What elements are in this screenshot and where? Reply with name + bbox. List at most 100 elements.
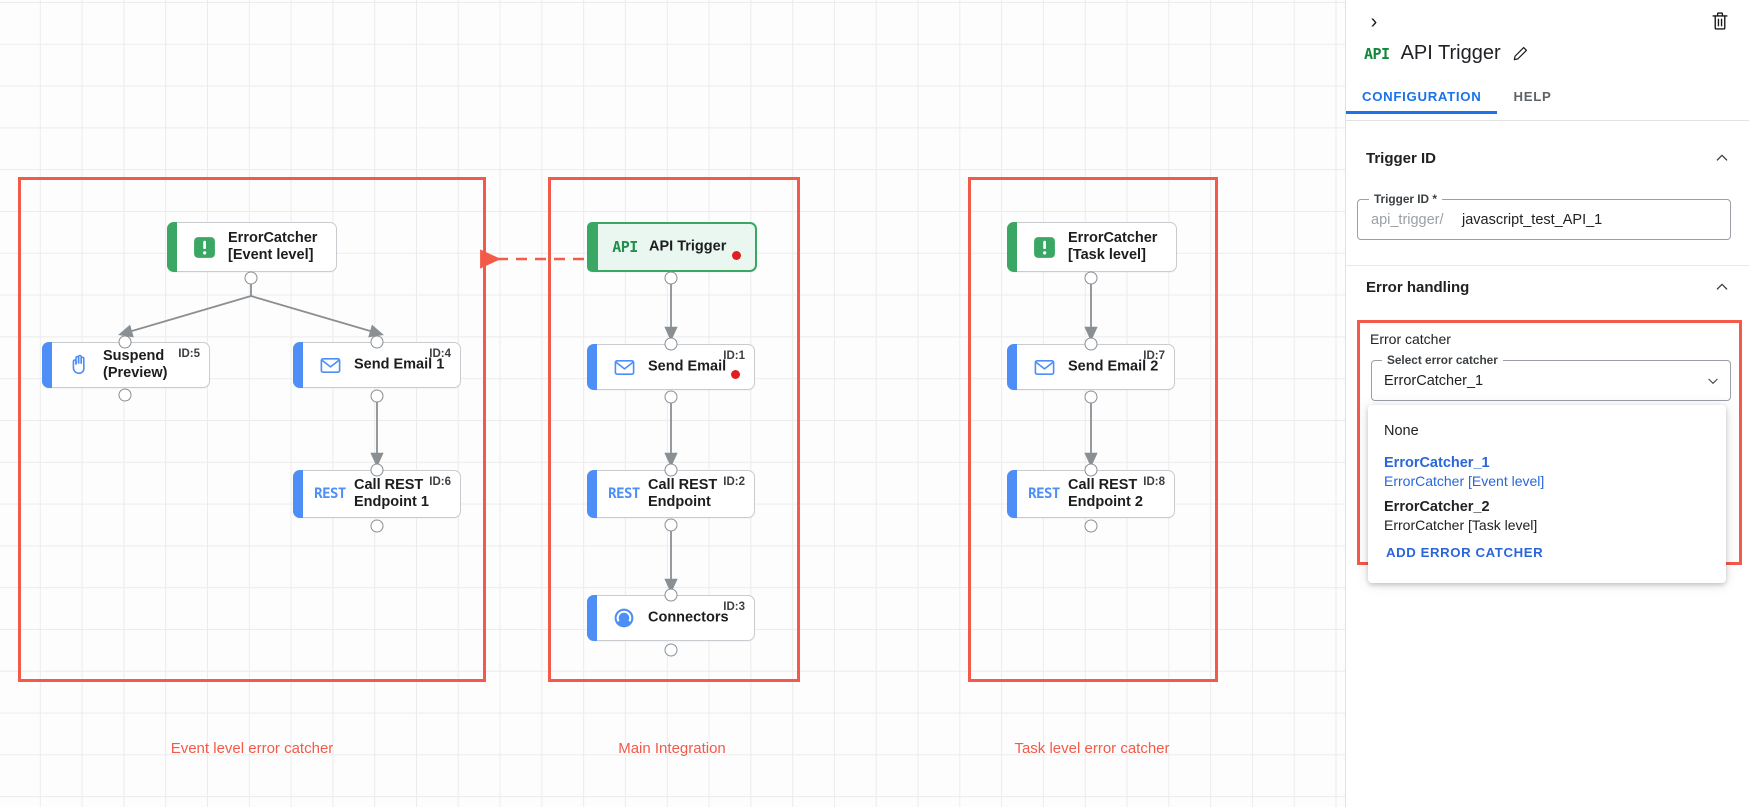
node-send-email[interactable]: Send Email ID:1: [587, 344, 755, 390]
group-label-task-level: Task level error catcher: [1014, 740, 1170, 757]
node-api-trigger[interactable]: API API Trigger: [587, 222, 757, 272]
node-send-email-2[interactable]: Send Email 2 ID:7: [1007, 344, 1175, 390]
group-label-main-integration: Main Integration: [618, 740, 726, 757]
node-call-rest-endpoint-1[interactable]: REST Call REST Endpoint 1 ID:6: [293, 470, 461, 518]
node-accent-bar: [167, 222, 177, 272]
node-port-in[interactable]: [370, 463, 384, 477]
trigger-id-input[interactable]: javascript_test_API_1: [1462, 211, 1603, 228]
error-catcher-select-label: Select error catcher: [1382, 353, 1503, 367]
group-frame-event-level[interactable]: [18, 177, 486, 682]
node-id-tag: ID:3: [723, 601, 745, 613]
node-accent-bar: [587, 595, 597, 641]
node-port-in[interactable]: [664, 463, 678, 477]
node-status-dot: [732, 251, 741, 260]
error-catcher-dropdown-menu[interactable]: None ErrorCatcher_1 ErrorCatcher [Event …: [1368, 405, 1726, 583]
node-port-in[interactable]: [1084, 463, 1098, 477]
dropdown-option-errorcatcher-1[interactable]: ErrorCatcher_1 ErrorCatcher [Event level…: [1384, 455, 1544, 489]
section-title: Trigger ID: [1366, 149, 1437, 167]
node-send-email-1[interactable]: Send Email 1 ID:4: [293, 342, 461, 388]
node-port-in[interactable]: [118, 335, 132, 349]
node-id-tag: ID:6: [429, 476, 451, 488]
node-errorcatcher-event-level[interactable]: ErrorCatcher [Event level]: [167, 222, 337, 272]
node-errorcatcher-task-level[interactable]: ErrorCatcher [Task level]: [1007, 222, 1177, 272]
dropdown-option-secondary: ErrorCatcher [Event level]: [1384, 473, 1545, 489]
tab-help[interactable]: HELP: [1513, 89, 1552, 104]
node-title: Call REST Endpoint 1: [354, 476, 429, 510]
dropdown-option-primary: ErrorCatcher_1: [1384, 455, 1490, 471]
node-port-in[interactable]: [664, 588, 678, 602]
error-catcher-icon: [1030, 233, 1058, 261]
dropdown-option-errorcatcher-2[interactable]: ErrorCatcher_2 ErrorCatcher [Task level]: [1384, 499, 1537, 533]
trigger-id-field-label: Trigger ID *: [1369, 192, 1442, 206]
node-accent-bar: [1007, 344, 1017, 390]
chevron-down-icon[interactable]: [1706, 374, 1720, 388]
node-port-in[interactable]: [1084, 337, 1098, 351]
group-label-event-level: Event level error catcher: [170, 740, 334, 757]
rest-icon: REST: [1028, 486, 1060, 502]
section-divider: [1346, 265, 1749, 266]
node-call-rest-endpoint-2[interactable]: REST Call REST Endpoint 2 ID:8: [1007, 470, 1175, 518]
node-title: Call REST Endpoint: [648, 476, 718, 510]
node-id-tag: ID:7: [1143, 350, 1165, 362]
node-accent-bar: [42, 342, 52, 388]
node-accent-bar: [293, 470, 303, 518]
node-suspend[interactable]: Suspend (Preview) ID:5: [42, 342, 210, 388]
node-id-tag: ID:5: [178, 348, 200, 360]
tab-configuration[interactable]: CONFIGURATION: [1346, 87, 1498, 114]
trash-icon[interactable]: [1709, 10, 1733, 34]
node-title: Call REST Endpoint 2: [1068, 476, 1143, 510]
group-frame-main-integration[interactable]: [548, 177, 800, 682]
connectors-icon: [610, 604, 638, 632]
node-title: API Trigger: [649, 238, 727, 255]
add-error-catcher-button[interactable]: ADD ERROR CATCHER: [1386, 545, 1544, 560]
node-port-out[interactable]: [1084, 390, 1098, 404]
node-accent-bar: [587, 470, 597, 518]
node-port-out[interactable]: [664, 271, 678, 285]
section-header-error-handling[interactable]: Error handling: [1346, 266, 1749, 308]
node-accent-bar: [587, 344, 597, 390]
section-header-trigger-id[interactable]: Trigger ID: [1346, 137, 1749, 179]
node-id-tag: ID:2: [723, 476, 745, 488]
node-port-out[interactable]: [118, 388, 132, 402]
node-port-in[interactable]: [370, 335, 384, 349]
node-accent-bar: [1007, 222, 1017, 272]
node-port-out[interactable]: [370, 389, 384, 403]
envelope-icon: [1030, 353, 1058, 381]
node-accent-bar: [587, 222, 598, 272]
node-port-in[interactable]: [664, 337, 678, 351]
api-icon: API: [1364, 44, 1390, 63]
node-port-out[interactable]: [244, 271, 258, 285]
node-port-out[interactable]: [664, 643, 678, 657]
node-port-out[interactable]: [1084, 519, 1098, 533]
panel-title-row: API API Trigger: [1364, 42, 1529, 65]
section-title: Error handling: [1366, 278, 1470, 296]
node-title: ErrorCatcher [Event level]: [228, 229, 318, 263]
node-title: Send Email 2: [1068, 358, 1159, 375]
node-title: Connectors: [648, 609, 729, 626]
trigger-id-field[interactable]: Trigger ID * api_trigger/ javascript_tes…: [1357, 192, 1731, 240]
error-catcher-select[interactable]: Select error catcher ErrorCatcher_1: [1371, 353, 1731, 401]
error-catcher-selected-value: ErrorCatcher_1: [1384, 372, 1484, 389]
edit-pencil-icon[interactable]: [1512, 45, 1529, 62]
workflow-canvas[interactable]: Event level error catcher Main Integrati…: [0, 0, 1345, 807]
node-title: Send Email: [648, 358, 727, 375]
node-connectors[interactable]: Connectors ID:3: [587, 595, 755, 641]
node-accent-bar: [1007, 470, 1017, 518]
node-port-out[interactable]: [664, 518, 678, 532]
node-call-rest-endpoint[interactable]: REST Call REST Endpoint ID:2: [587, 470, 755, 518]
api-icon: API: [612, 238, 638, 256]
chevron-up-icon: [1714, 150, 1730, 166]
node-port-out[interactable]: [664, 390, 678, 404]
error-catcher-icon: [190, 233, 218, 261]
node-id-tag: ID:1: [723, 350, 745, 362]
chevron-right-icon[interactable]: ›: [1370, 10, 1378, 33]
node-title: Send Email 1: [354, 356, 445, 373]
hand-icon: [65, 351, 93, 379]
node-port-out[interactable]: [370, 519, 384, 533]
node-title: ErrorCatcher [Task level]: [1068, 229, 1158, 263]
panel-tabs: CONFIGURATION HELP: [1346, 87, 1749, 121]
node-id-tag: ID:8: [1143, 476, 1165, 488]
group-frame-task-level[interactable]: [968, 177, 1218, 682]
node-port-out[interactable]: [1084, 271, 1098, 285]
dropdown-option-none[interactable]: None: [1384, 423, 1419, 439]
